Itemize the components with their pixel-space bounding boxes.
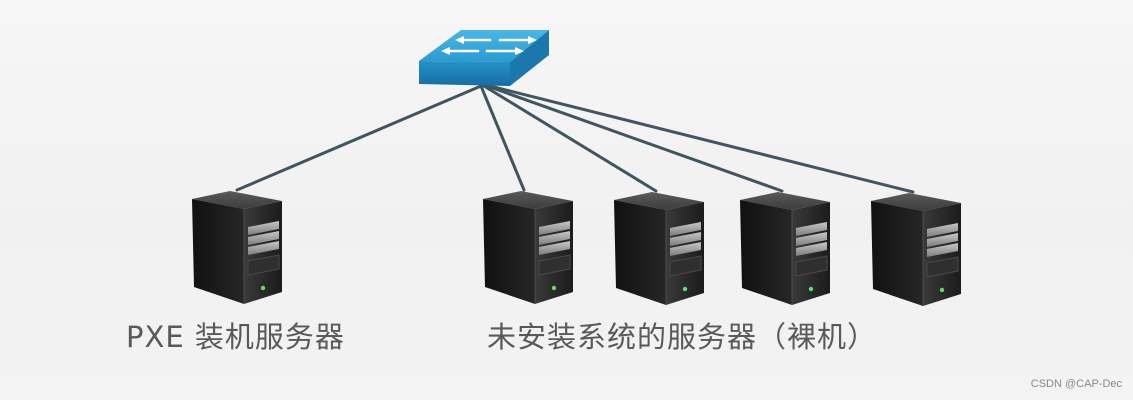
bare-server-2-icon [613,191,705,306]
link-switch-bare-server-2 [482,84,658,193]
watermark: CSDN @CAP-Dec [1030,378,1122,390]
link-switch-pxe-server [235,84,483,192]
bare-server-4-icon [870,192,962,307]
pxe-server-icon [191,190,283,305]
link-switch-bare-server-3 [485,84,784,193]
bare-server-1-icon [482,190,574,305]
bare-server-3-icon [739,191,831,306]
pxe-server-label: PXE 装机服务器 [126,320,345,354]
link-switch-bare-server-1 [479,84,526,192]
bare-servers-label: 未安装系统的服务器（裸机） [487,320,878,354]
connection-lines [235,84,915,194]
link-switch-bare-server-4 [488,84,915,194]
network-switch-icon [419,30,549,86]
